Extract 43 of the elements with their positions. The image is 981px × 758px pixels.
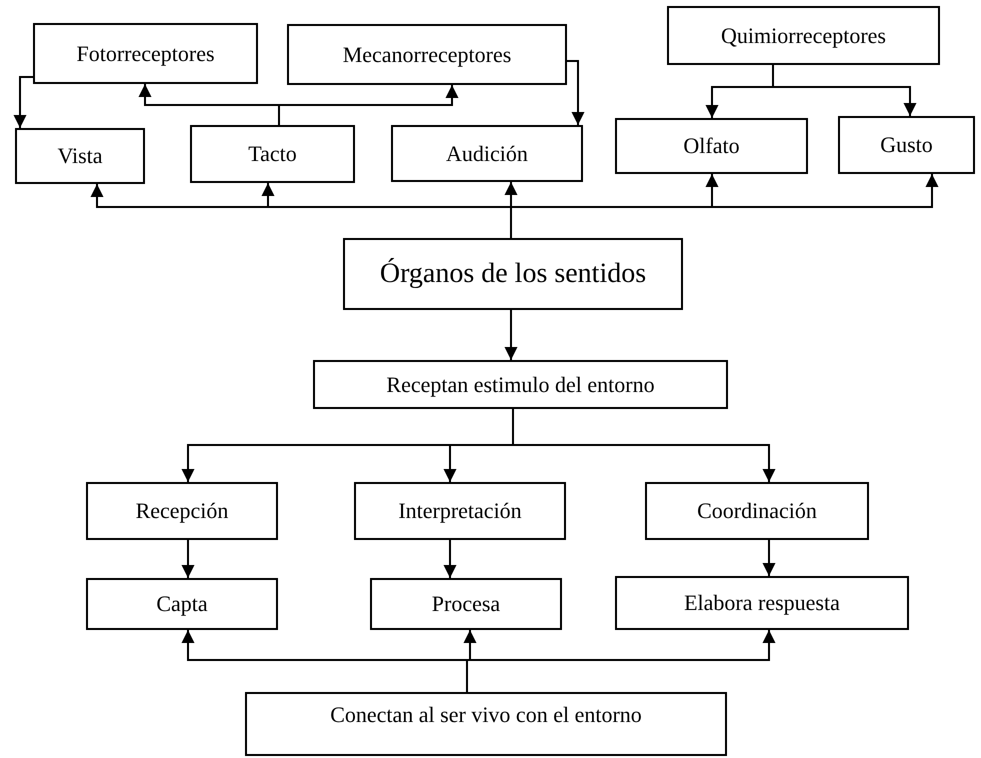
process-box bbox=[313, 360, 728, 409]
arrow bbox=[444, 540, 456, 578]
process-box bbox=[615, 576, 909, 630]
node-label: Receptan estimulo del entorno bbox=[386, 372, 655, 398]
node-label: Vista bbox=[57, 143, 103, 169]
process-box bbox=[645, 482, 869, 540]
node-label: Elabora respuesta bbox=[684, 590, 840, 616]
process-box bbox=[615, 118, 808, 174]
process-box bbox=[190, 125, 355, 183]
process-box bbox=[838, 116, 975, 174]
node-label: Coordinación bbox=[697, 498, 817, 524]
node-label: Quimiorreceptores bbox=[721, 22, 886, 48]
node-label: Conectan al ser vivo con el entorno bbox=[330, 702, 642, 728]
node-label: Olfato bbox=[683, 133, 740, 159]
process-box bbox=[245, 692, 727, 756]
node-label: Tacto bbox=[248, 141, 297, 167]
node-label: Recepción bbox=[136, 498, 228, 524]
process-box bbox=[86, 482, 278, 540]
process-box bbox=[370, 578, 562, 630]
process-box bbox=[354, 482, 566, 540]
arrow bbox=[182, 540, 194, 578]
arrow bbox=[504, 310, 518, 360]
node-label: Interpretación bbox=[398, 498, 522, 524]
process-box bbox=[343, 238, 683, 310]
node-label: Procesa bbox=[432, 591, 500, 617]
arrow bbox=[512, 409, 776, 482]
node-label: Capta bbox=[156, 591, 208, 617]
node-label: Órganos de los sentidos bbox=[380, 258, 646, 290]
process-box bbox=[15, 128, 145, 184]
arrow bbox=[278, 85, 458, 125]
arrow bbox=[14, 76, 33, 128]
node-label: Fotorreceptores bbox=[76, 40, 215, 66]
process-box bbox=[391, 125, 583, 182]
node-label: Mecanorreceptores bbox=[342, 42, 512, 68]
arrow bbox=[762, 540, 776, 576]
arrow bbox=[772, 65, 916, 116]
node-label: Audición bbox=[446, 140, 528, 166]
process-box bbox=[287, 24, 567, 85]
node-label: Gusto bbox=[880, 132, 933, 158]
process-box bbox=[667, 6, 940, 65]
arrow bbox=[567, 60, 584, 125]
process-box bbox=[86, 578, 278, 630]
process-box bbox=[33, 23, 258, 84]
